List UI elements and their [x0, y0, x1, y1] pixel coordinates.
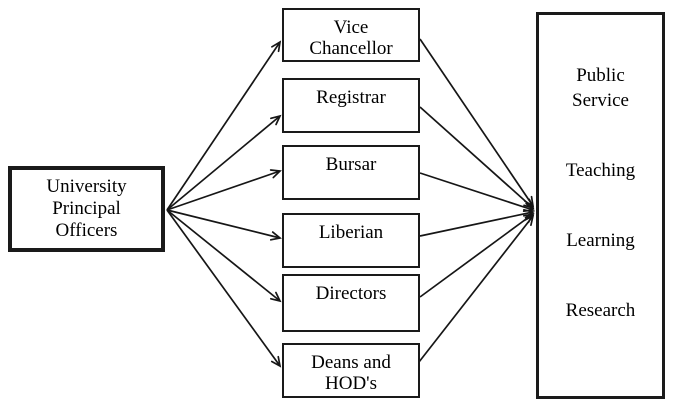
- bursar-box: Bursar: [282, 145, 420, 200]
- arrow-registrar-to-outcomes: [419, 106, 535, 210]
- directors-box: Directors: [282, 274, 420, 332]
- arrow-directors-to-outcomes: [419, 212, 535, 298]
- arrow-officers-to-deans: [166, 209, 282, 368]
- arrow-bursar-to-outcomes: [419, 172, 535, 213]
- arrow-officers-to-bursar: [166, 169, 282, 211]
- outcome-learning: Learning: [566, 230, 635, 251]
- outcome-teaching: Teaching: [565, 160, 636, 181]
- liberian-box: Liberian: [282, 213, 420, 268]
- arrow-officers-to-vice-chancellor: [166, 40, 282, 211]
- arrow-officers-to-directors: [166, 209, 282, 303]
- arrow-deans-to-outcomes: [418, 214, 535, 363]
- university-principal-officers-box: University Principal Officers: [8, 166, 165, 252]
- arrow-officers-to-liberian: [166, 209, 282, 241]
- arrow-vice-chancellor-to-outcomes: [419, 38, 535, 208]
- deans-and-hods-box: Deans and HOD's: [282, 343, 420, 398]
- outcome-public-service: Public Service: [572, 65, 629, 111]
- vice-chancellor-box: Vice Chancellor: [282, 8, 420, 62]
- registrar-box: Registrar: [282, 78, 420, 133]
- arrow-officers-to-registrar: [166, 114, 282, 211]
- outcome-research: Research: [565, 300, 636, 321]
- outcomes-box: Public Service Teaching Learning Researc…: [536, 12, 665, 399]
- arrow-liberian-to-outcomes: [419, 209, 535, 237]
